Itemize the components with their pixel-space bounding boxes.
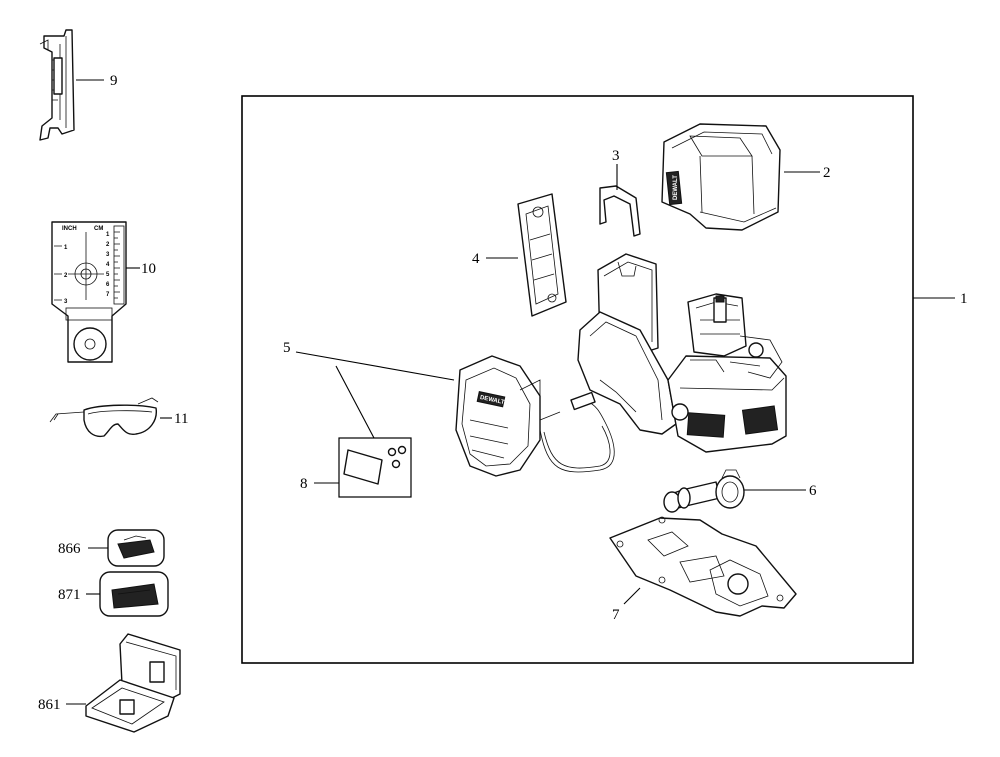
target-inch-header: INCH (62, 226, 77, 232)
part-6-adjustment-knob: 6 (663, 469, 817, 513)
callout-866: 866 (58, 541, 81, 557)
callout-3: 3 (612, 148, 620, 164)
callout-6: 6 (809, 483, 817, 499)
cover-brand-label: DEWALT (673, 175, 679, 200)
part-7-base-plate: 7 (609, 516, 797, 623)
part-10-target-card: INCH CM 1 2 3 4 5 6 7 1 2 3 10 (51, 221, 156, 363)
callout-1: 1 (960, 291, 968, 307)
part-11-safety-glasses: 11 (49, 397, 188, 438)
part-5-keypad-module: DEWALT 5 (283, 340, 615, 477)
cm-mark-5: 5 (106, 272, 110, 278)
assembly-frame (241, 95, 914, 664)
callout-8: 8 (300, 476, 308, 492)
callout-4: 4 (472, 251, 480, 267)
leader-7 (623, 587, 641, 605)
leader-5b (335, 365, 375, 439)
callout-871: 871 (58, 587, 81, 603)
cm-mark-6: 6 (106, 282, 110, 288)
callout-5: 5 (283, 340, 291, 356)
target-cm-header: CM (94, 226, 103, 232)
callout-861: 861 (38, 697, 61, 713)
leader-5a (295, 351, 455, 381)
callout-9: 9 (110, 73, 118, 89)
part-3-clip: 3 (599, 148, 641, 237)
cm-mark-1: 1 (106, 232, 110, 238)
inch-mark-3: 3 (64, 299, 68, 305)
part-866-battery: 866 (58, 529, 165, 567)
part-1-main-body: 1 (577, 253, 968, 453)
callout-7: 7 (612, 607, 620, 623)
part-871-charger: 871 (58, 571, 169, 617)
callout-2: 2 (823, 165, 831, 181)
part-8-label-and-screws: 8 (300, 437, 412, 498)
callout-11: 11 (174, 411, 188, 427)
cm-mark-2: 2 (106, 242, 110, 248)
cm-mark-7: 7 (106, 292, 110, 298)
cm-mark-3: 3 (106, 252, 110, 258)
part-861-kit-box: 861 (38, 633, 181, 733)
keypad-brand-label: DEWALT (479, 395, 505, 406)
part-4-gasket-plate: 4 (472, 193, 567, 317)
callout-10: 10 (141, 261, 156, 277)
cm-mark-4: 4 (106, 262, 110, 268)
part-2-housing-cover: DEWALT 2 (661, 123, 831, 231)
part-9-mounting-bracket: 9 (39, 29, 118, 141)
inch-mark-2: 2 (64, 273, 68, 279)
inch-mark-1: 1 (64, 245, 68, 251)
